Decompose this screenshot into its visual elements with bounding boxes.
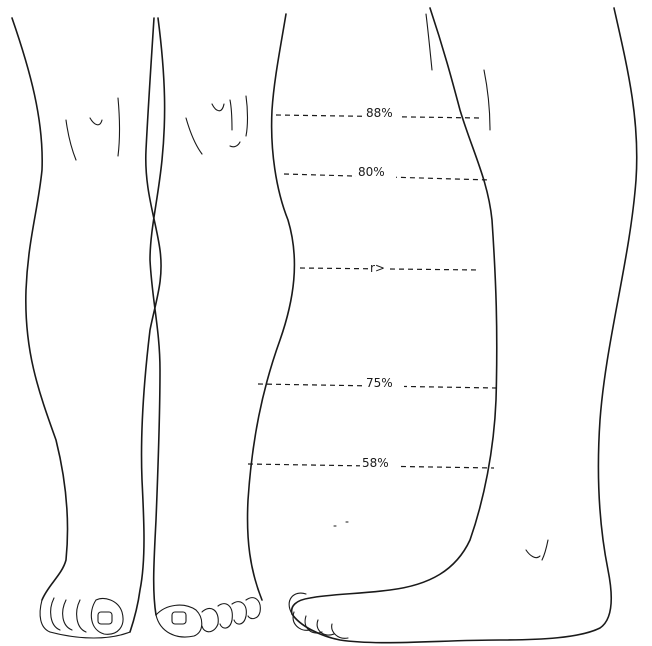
measurement-labels: 88% 80% r> 75% 58%: [356, 104, 404, 470]
measurement-label: r>: [370, 261, 385, 275]
measurement-label: 80%: [358, 165, 385, 179]
measurement-label: 88%: [366, 106, 393, 120]
measurement-label: 75%: [366, 376, 393, 390]
measurement-label: 58%: [362, 456, 389, 470]
front-leg-left-outline: [12, 18, 161, 638]
side-leg-outline: [289, 8, 637, 643]
front-leg-right-outline: [150, 14, 294, 637]
